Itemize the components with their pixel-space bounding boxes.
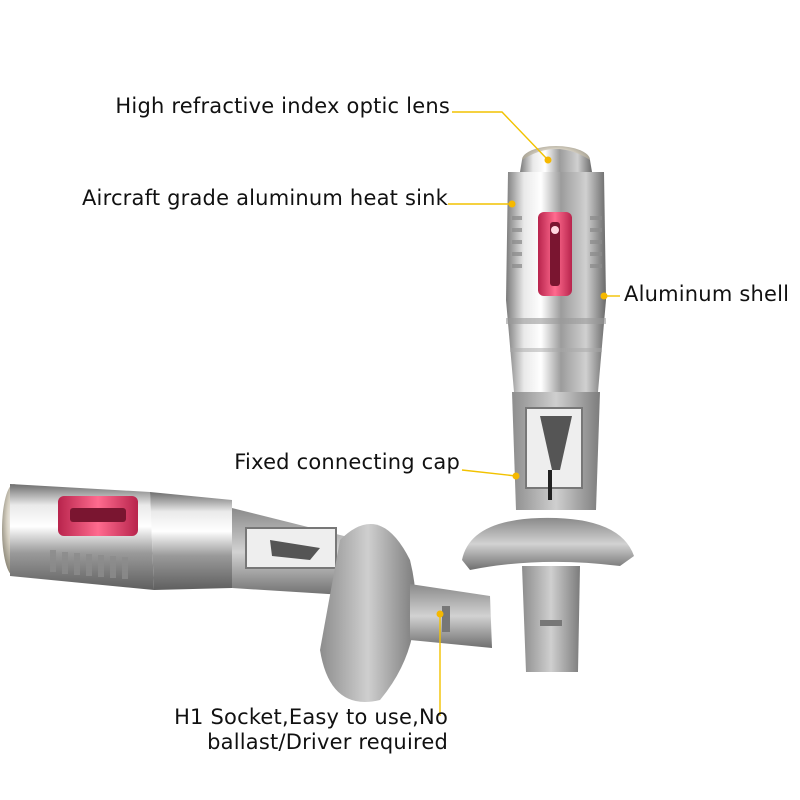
label-h1-socket: H1 Socket,Easy to use,No ballast/Driver …	[174, 705, 448, 755]
label-h1-socket-line1: H1 Socket,Easy to use,No	[174, 705, 448, 729]
label-h1-socket-line2: ballast/Driver required	[207, 730, 448, 755]
label-heat-sink: Aircraft grade aluminum heat sink	[81, 186, 448, 210]
aluminum-shell	[506, 300, 606, 392]
socket-flange	[462, 517, 634, 570]
socket-terminal-2	[410, 584, 492, 648]
upright-bulb	[462, 146, 634, 672]
socket-terminal	[522, 566, 580, 672]
label-optic-lens: High refractive index optic lens	[115, 94, 450, 118]
label-aluminum-shell: Aluminum shell	[624, 282, 790, 306]
lying-bulb	[2, 484, 492, 702]
leader-lines	[439, 111, 620, 716]
socket-flange-2	[320, 524, 416, 702]
leader-dots	[436, 156, 608, 618]
label-connecting-cap: Fixed connecting cap	[234, 450, 460, 474]
